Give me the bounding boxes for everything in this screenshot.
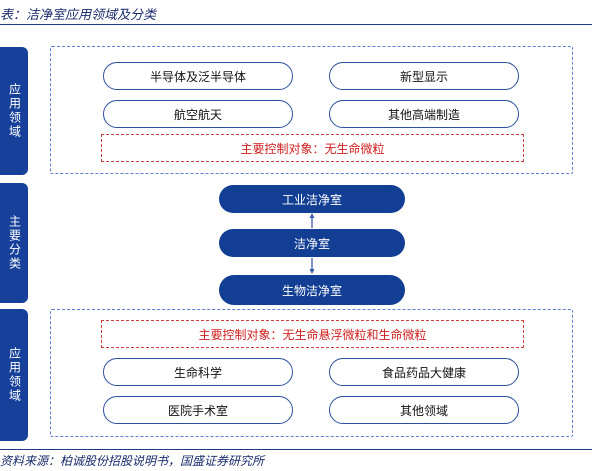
side-label-top: 应用领域 (0, 47, 28, 175)
center-item-cleanroom: 洁净室 (219, 229, 405, 257)
connector-arrows (309, 213, 315, 274)
top-item-4: 其他高端制造 (329, 100, 519, 128)
bottom-application-box (50, 309, 573, 437)
bottom-item-2: 食品药品大健康 (329, 358, 519, 386)
source-divider (0, 449, 592, 450)
bottom-item-3: 医院手术室 (103, 396, 293, 424)
center-item-industrial: 工业洁净室 (219, 185, 405, 213)
side-label-middle: 主要分类 (0, 183, 28, 303)
bottom-item-4: 其他领域 (329, 396, 519, 424)
source-note: 资料来源：柏诚股份招股说明书，国盛证券研究所 (0, 454, 265, 468)
top-control-object: 主要控制对象：无生命微粒 (101, 134, 524, 162)
side-label-bottom: 应用领域 (0, 309, 28, 441)
bottom-item-1: 生命科学 (103, 358, 293, 386)
top-item-1: 半导体及泛半导体 (103, 62, 293, 90)
top-item-2: 新型显示 (329, 62, 519, 90)
center-item-biological: 生物洁净室 (219, 275, 405, 305)
title-divider (0, 24, 592, 25)
bottom-control-object: 主要控制对象：无生命悬浮微粒和生命微粒 (101, 320, 524, 348)
top-application-box (50, 46, 573, 174)
top-item-3: 航空航天 (103, 100, 293, 128)
figure-title: 表：洁净室应用领域及分类 (0, 8, 157, 23)
